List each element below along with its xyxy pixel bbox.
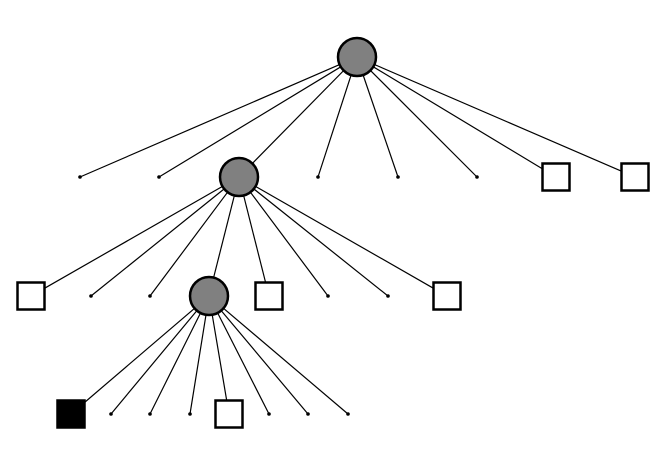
tree-edge [79,64,340,178]
tree-edge [149,312,202,415]
tree-edge [362,74,399,178]
tree-edge [217,312,270,415]
tree-edge [149,191,229,297]
tree-edge [223,307,349,415]
filled-terminal-box [56,399,86,429]
decision-node-level-1 [218,156,260,198]
decision-node-level-0 [336,36,378,78]
tree-edge [90,188,225,297]
tree-edge [369,69,478,178]
tree-edge [253,188,389,297]
terminal-dot [346,412,350,416]
terminal-dot [326,294,330,298]
terminal-dot [157,175,161,179]
tree-edge [44,185,223,289]
tree-edge [372,66,543,170]
terminal-dot [148,412,152,416]
tree-edge [110,310,198,415]
terminal-dot [386,294,390,298]
terminal-dot [89,294,93,298]
tree-edge [211,314,228,401]
terminal-dot [267,412,271,416]
tree-edge [220,310,309,415]
terminal-box [214,399,244,429]
tree-edge [317,74,352,178]
terminal-dot [396,175,400,179]
tree-edge [213,195,235,278]
terminal-box [254,281,284,311]
tree-edge [84,307,195,403]
tree-edge [249,191,329,297]
tree-edge [243,195,267,283]
terminal-dot [306,412,310,416]
terminal-dot [188,412,192,416]
terminal-box [16,281,46,311]
terminal-dot [78,175,82,179]
terminal-dot [475,175,479,179]
tree-edge [158,66,342,178]
tree-edges [44,63,622,415]
terminal-box [541,162,571,192]
tree-edge [374,63,622,172]
terminal-dot [148,294,152,298]
tree-nodes [16,36,650,429]
tree-edge [189,314,207,415]
tree-edge [251,70,345,164]
terminal-box [432,281,462,311]
terminal-box [620,162,650,192]
decision-node-level-2 [188,275,230,317]
terminal-dot [109,412,113,416]
terminal-dot [316,175,320,179]
tree-edge [255,185,434,289]
